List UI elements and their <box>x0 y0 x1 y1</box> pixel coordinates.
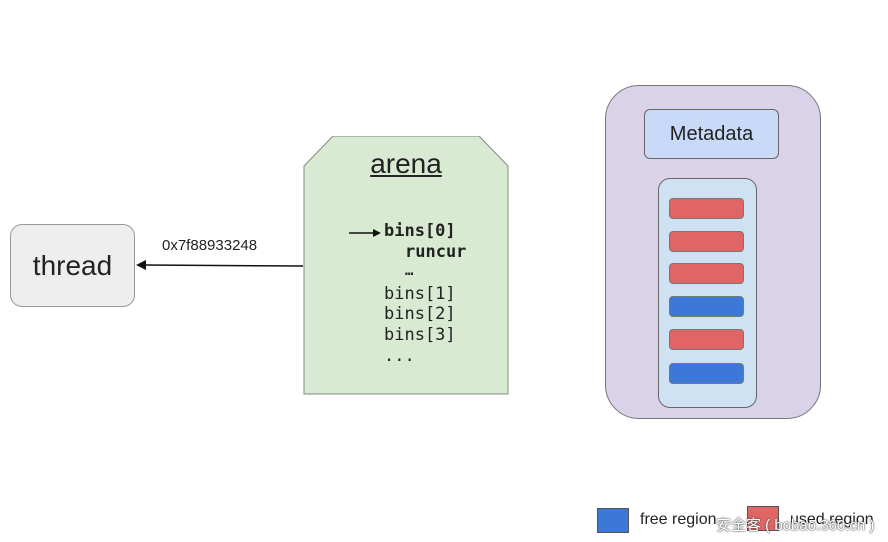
arena-line-more: ... <box>384 346 415 366</box>
arena-line-bins1: bins[1] <box>384 284 456 304</box>
legend-free-swatch <box>597 508 629 533</box>
arena-line-bins2: bins[2] <box>384 304 456 324</box>
free-region-slot <box>669 363 744 384</box>
bins0-arrow <box>349 229 381 237</box>
used-region-slot <box>669 263 744 284</box>
arena-line-runcur: runcur <box>405 242 467 262</box>
legend-used-swatch <box>747 506 779 531</box>
free-region-slot <box>669 296 744 317</box>
watermark: 安全客 ( bobao.360.cn ) <box>716 517 875 534</box>
arena-box <box>303 136 509 395</box>
used-region-slot <box>669 198 744 219</box>
legend-free-label: free region <box>640 511 717 528</box>
legend-used-label: used region <box>790 511 874 528</box>
metadata-header: Metadata <box>644 109 779 159</box>
arena-line-bins3: bins[3] <box>384 325 456 345</box>
pointer-address: 0x7f88933248 <box>162 237 258 254</box>
thread-label: thread <box>32 249 113 281</box>
arena-to-thread-arrow <box>136 260 304 270</box>
thread-box: thread <box>10 224 135 307</box>
arena-line-bins0: bins[0] <box>384 221 456 241</box>
metadata-title: Metadata <box>669 122 754 145</box>
used-region-slot <box>669 231 744 252</box>
arena-title: arena <box>370 148 442 179</box>
arena-line-ellipsis: … <box>405 263 414 279</box>
used-region-slot <box>669 329 744 350</box>
